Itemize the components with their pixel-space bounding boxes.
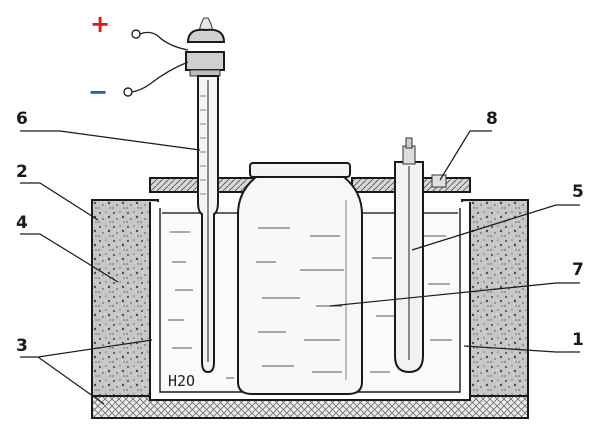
water-lines bbox=[168, 231, 452, 379]
label-7: 7 bbox=[572, 260, 584, 280]
label-6: 6 bbox=[16, 109, 28, 129]
label-8: 8 bbox=[486, 109, 498, 129]
label-5: 5 bbox=[572, 182, 584, 202]
glass-jar bbox=[237, 162, 363, 395]
label-3: 3 bbox=[16, 336, 28, 356]
label-2: 2 bbox=[16, 162, 28, 182]
plus-terminal-sign: + bbox=[90, 10, 110, 38]
leader-lines bbox=[20, 130, 580, 405]
test-tube-thermometer bbox=[394, 137, 447, 374]
label-1: 1 bbox=[572, 330, 584, 350]
insulation-right bbox=[461, 199, 529, 397]
minus-terminal-sign: − bbox=[88, 78, 108, 106]
contact-thermometer bbox=[123, 17, 226, 374]
label-4: 4 bbox=[16, 213, 28, 233]
water-label: H2O bbox=[168, 372, 195, 390]
insulation-left bbox=[91, 199, 159, 397]
